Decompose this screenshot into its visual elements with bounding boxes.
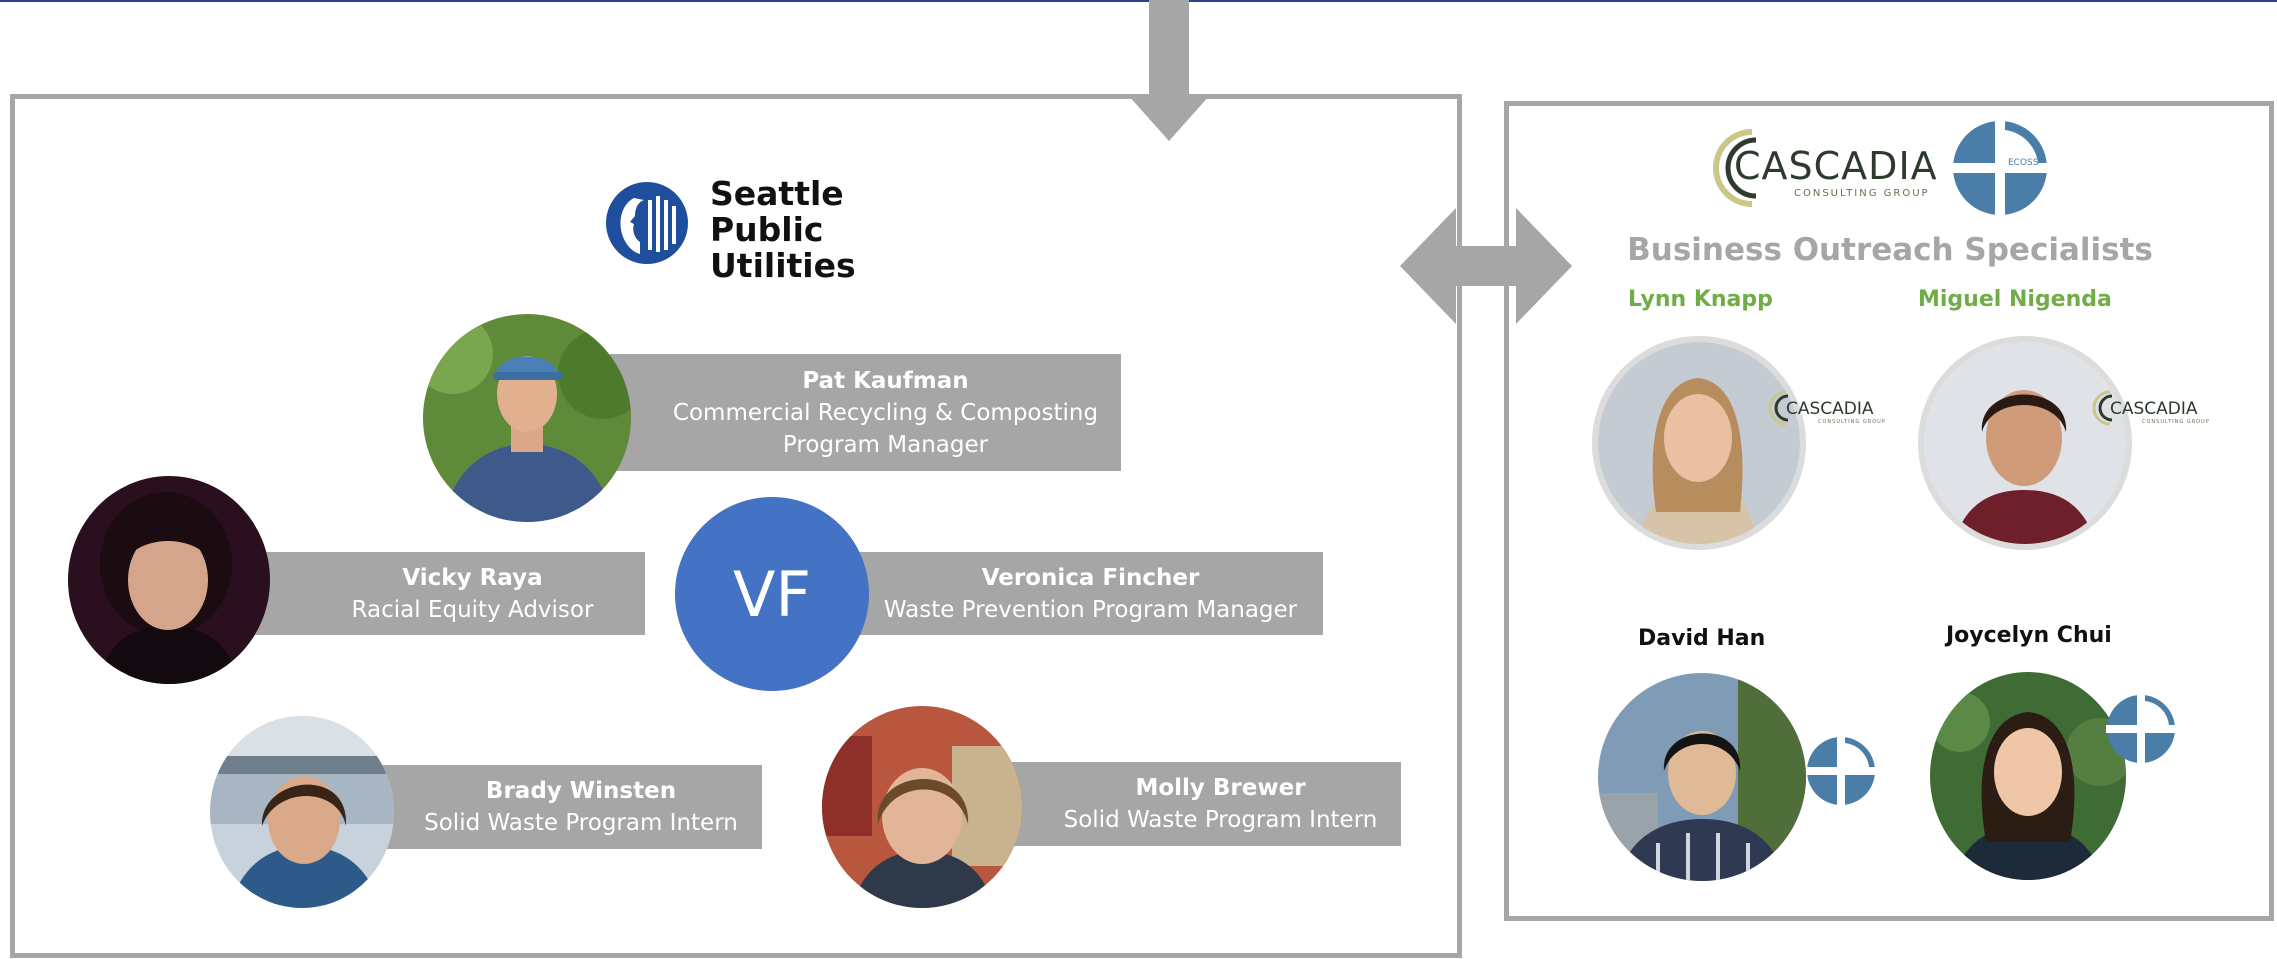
miguel-nigenda-name: Miguel Nigenda bbox=[1918, 287, 2112, 312]
svg-text:CASCADIA: CASCADIA bbox=[2110, 399, 2198, 419]
ecoss-logo-icon bbox=[2106, 694, 2176, 764]
david-han-photo bbox=[1598, 673, 1806, 881]
spu-logo: Seattle Public Utilities bbox=[604, 176, 856, 286]
down-arrow-icon bbox=[1128, 0, 1210, 141]
veronica-fincher-avatar: VF bbox=[675, 497, 869, 691]
cascadia-tagline: CONSULTING GROUP bbox=[1794, 188, 1930, 199]
cascadia-logo: CASCADIA CONSULTING GROUP bbox=[1710, 126, 1937, 210]
svg-text:CASCADIA: CASCADIA bbox=[1786, 399, 1874, 419]
ecoss-logo: ECOSS bbox=[1952, 120, 2048, 216]
cascadia-logo-icon: CASCADIA CONSULTING GROUP bbox=[2092, 390, 2210, 426]
vicky-raya-label: Vicky Raya Racial Equity Advisor bbox=[250, 552, 645, 635]
cascadia-logo-icon bbox=[1713, 129, 1757, 207]
person-role: Program Manager bbox=[782, 431, 989, 458]
spu-emblem-icon bbox=[606, 182, 688, 264]
spu-team-panel bbox=[10, 94, 1462, 958]
joycelyn-chui-name: Joycelyn Chui bbox=[1946, 623, 2112, 648]
person-name: Molly Brewer bbox=[1135, 775, 1306, 801]
cascadia-logo-icon: CASCADIA CONSULTING GROUP bbox=[1768, 390, 1886, 426]
lynn-knapp-name: Lynn Knapp bbox=[1628, 287, 1773, 312]
pat-kaufman-photo bbox=[423, 314, 631, 522]
vicky-raya-photo bbox=[68, 476, 270, 684]
person-role: Commercial Recycling & Composting bbox=[672, 399, 1099, 426]
brady-winsten-label: Brady Winsten Solid Waste Program Intern bbox=[380, 765, 762, 849]
ecoss-logo-icon bbox=[1952, 120, 2048, 216]
person-role: Solid Waste Program Intern bbox=[424, 810, 738, 836]
person-role: Racial Equity Advisor bbox=[351, 596, 594, 623]
panel-title: Business Outreach Specialists bbox=[1627, 232, 2153, 268]
person-name: Pat Kaufman bbox=[802, 367, 969, 394]
svg-text:CONSULTING GROUP: CONSULTING GROUP bbox=[1818, 419, 1886, 425]
person-name: Veronica Fincher bbox=[981, 564, 1200, 591]
molly-brewer-label: Molly Brewer Solid Waste Program Intern bbox=[1010, 762, 1401, 846]
person-name: Brady Winsten bbox=[485, 778, 677, 804]
molly-brewer-photo bbox=[822, 706, 1022, 908]
spu-logo-line1: Seattle bbox=[710, 174, 844, 213]
person-role: Solid Waste Program Intern bbox=[1063, 807, 1378, 833]
joycelyn-chui-photo bbox=[1930, 672, 2126, 880]
cascadia-name: CASCADIA bbox=[1734, 144, 1938, 188]
person-role: Waste Prevention Program Manager bbox=[883, 596, 1298, 623]
outreach-specialists-panel bbox=[1504, 101, 2274, 921]
lynn-knapp-photo bbox=[1592, 336, 1806, 550]
svg-text:CONSULTING GROUP: CONSULTING GROUP bbox=[2142, 419, 2210, 425]
spu-logo-line2: Public bbox=[710, 210, 824, 249]
spu-logo-line3: Utilities bbox=[710, 246, 856, 285]
top-border-line bbox=[0, 0, 2277, 2]
pat-kaufman-label: Pat Kaufman Commercial Recycling & Compo… bbox=[610, 354, 1121, 471]
david-han-name: David Han bbox=[1638, 626, 1766, 651]
spu-wordmark: Seattle Public Utilities bbox=[710, 176, 856, 284]
ecoss-name: ECOSS bbox=[2008, 158, 2039, 168]
miguel-nigenda-photo bbox=[1918, 336, 2132, 550]
brady-winsten-photo bbox=[210, 716, 394, 908]
person-name: Vicky Raya bbox=[402, 564, 543, 591]
ecoss-logo-icon bbox=[1806, 736, 1876, 806]
double-arrow-icon bbox=[1400, 208, 1572, 324]
veronica-fincher-label: Veronica Fincher Waste Prevention Progra… bbox=[858, 552, 1323, 635]
